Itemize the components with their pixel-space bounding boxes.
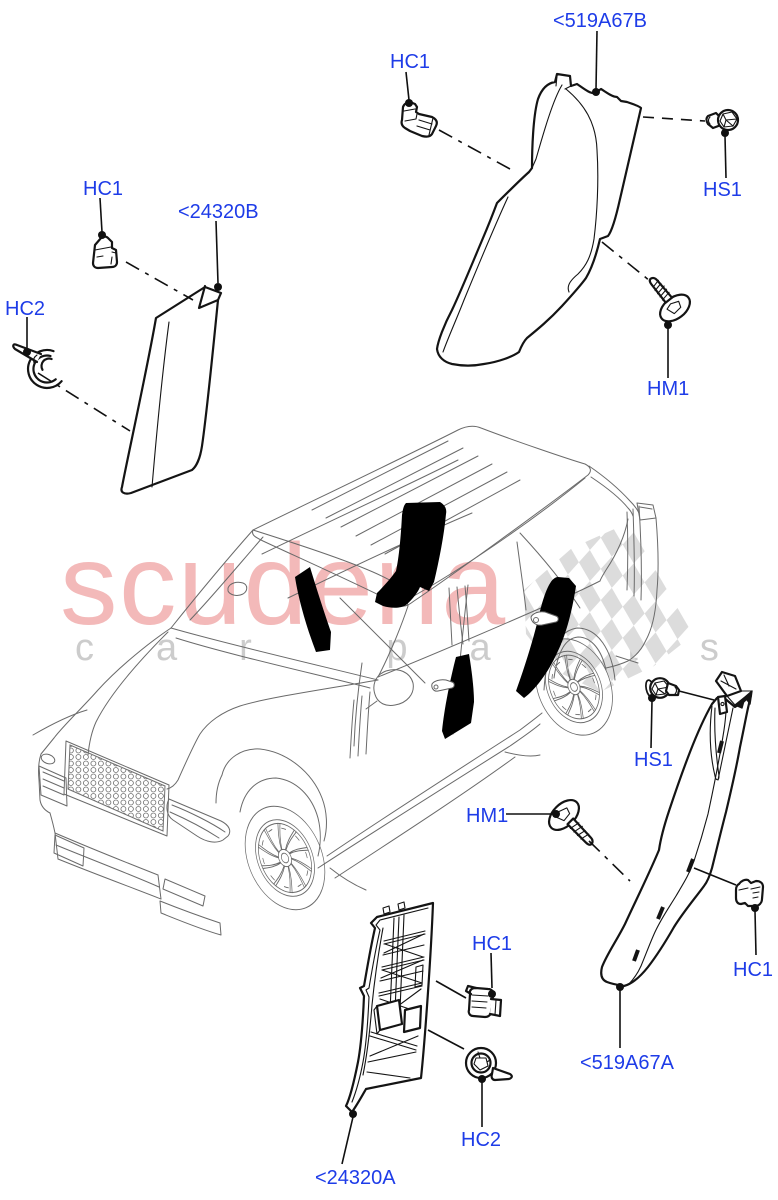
svg-text:HC1: HC1 [472,933,512,955]
svg-text:HC1: HC1 [83,178,123,200]
svg-text:<24320B: <24320B [178,201,259,223]
svg-text:<519A67B: <519A67B [553,10,647,32]
svg-text:<24320A: <24320A [315,1167,396,1189]
svg-text:HC1: HC1 [390,51,430,73]
svg-text:HC2: HC2 [461,1129,501,1151]
svg-text:<519A67A: <519A67A [580,1052,675,1074]
svg-text:HC1: HC1 [733,959,773,981]
svg-text:HM1: HM1 [647,378,689,400]
svg-text:HS1: HS1 [634,749,673,771]
svg-text:HS1: HS1 [703,179,742,201]
svg-text:HC2: HC2 [5,298,45,320]
svg-text:HM1: HM1 [466,805,508,827]
